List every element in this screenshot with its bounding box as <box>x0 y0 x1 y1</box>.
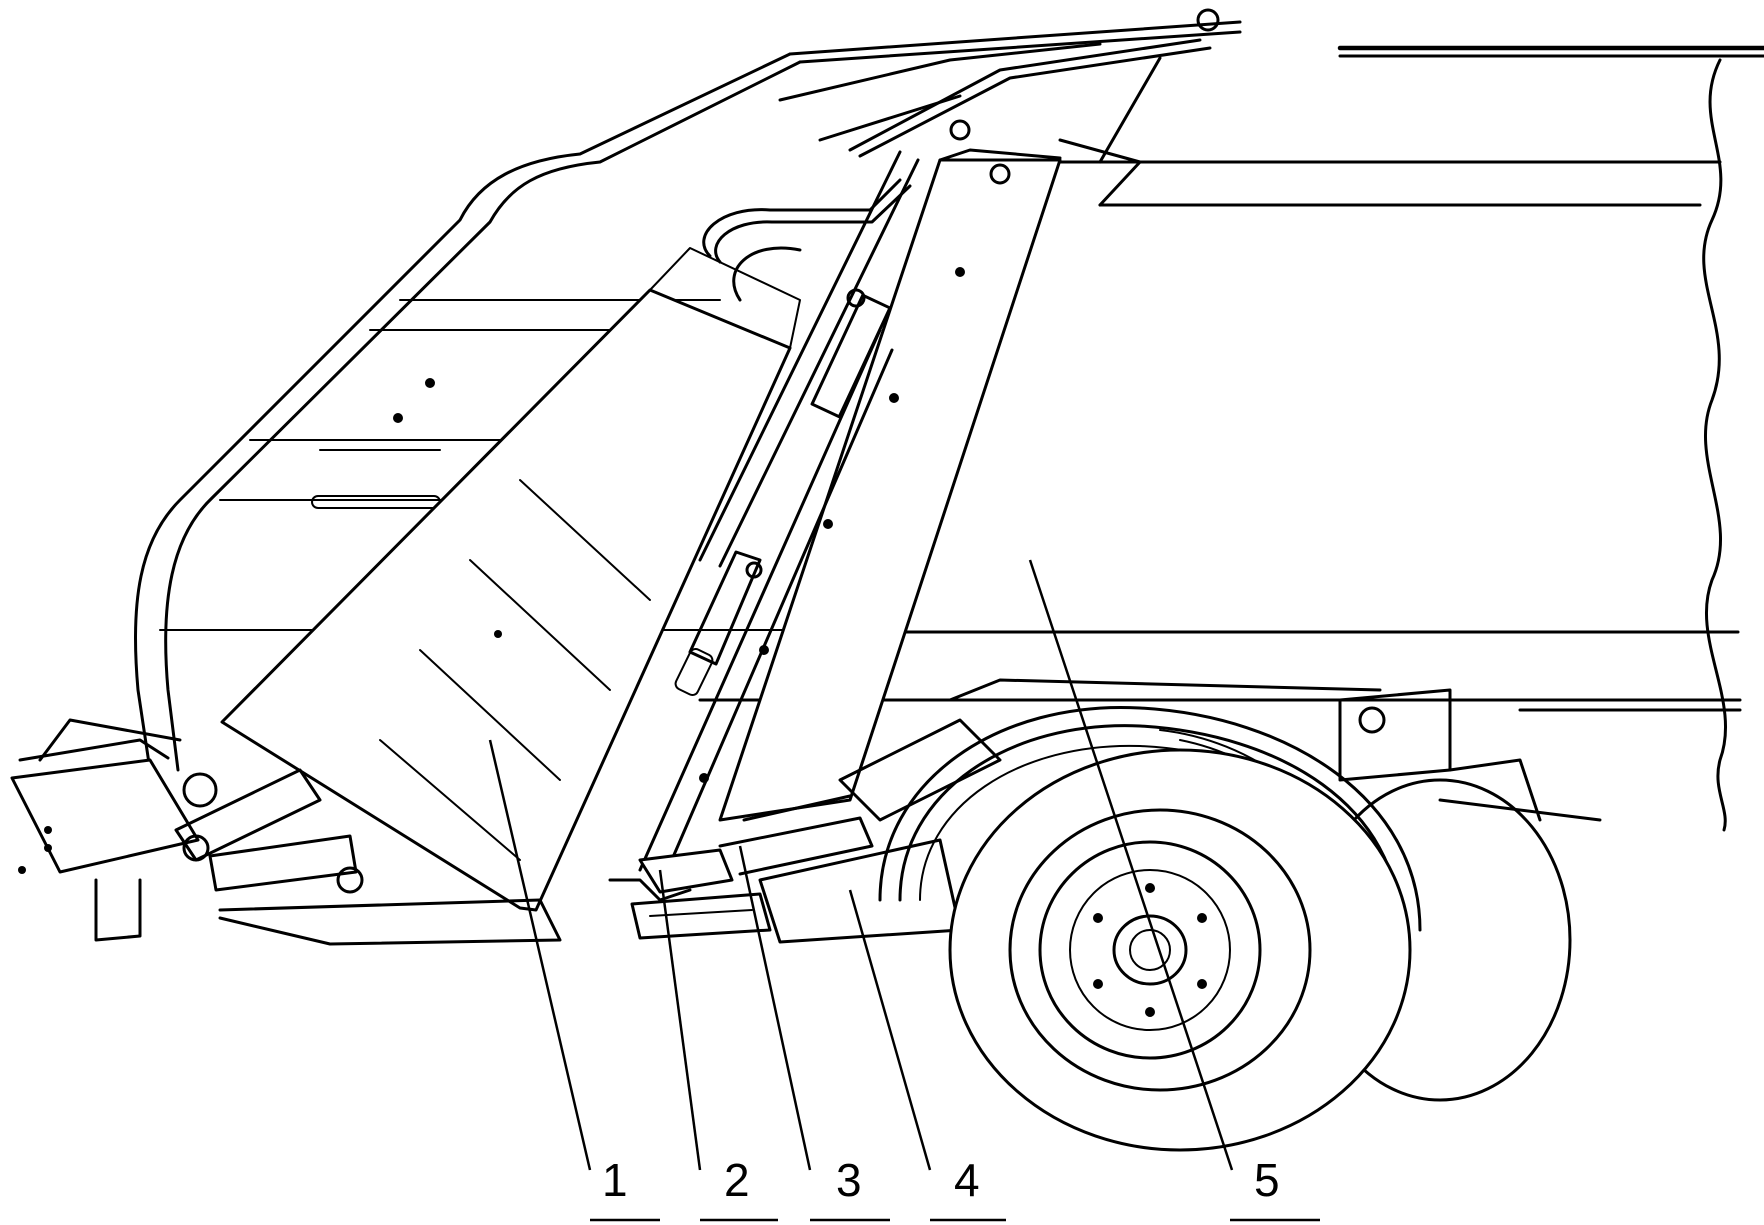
label-2: 2 <box>724 1154 750 1206</box>
rear-lift-mechanism <box>10 718 562 946</box>
callout-5: 5 <box>1028 559 1320 1222</box>
label-4: 4 <box>954 1154 980 1206</box>
label-3: 3 <box>836 1154 862 1206</box>
callout-1: 1 <box>488 739 660 1222</box>
hydraulic-cylinder-column <box>608 150 920 902</box>
label-1: 1 <box>602 1154 628 1206</box>
part-1-push-plate <box>220 247 801 912</box>
label-5: 5 <box>1254 1154 1280 1206</box>
part-5-side-panel <box>699 148 1062 822</box>
callout-2: 2 <box>658 869 778 1222</box>
callout-4: 4 <box>848 889 1006 1222</box>
chassis-frame <box>948 678 1602 822</box>
hydraulic-hoses <box>702 8 1220 579</box>
rear-wheel <box>878 705 1572 1152</box>
callout-3: 3 <box>738 845 890 1222</box>
part-3-slider-block <box>718 794 874 876</box>
